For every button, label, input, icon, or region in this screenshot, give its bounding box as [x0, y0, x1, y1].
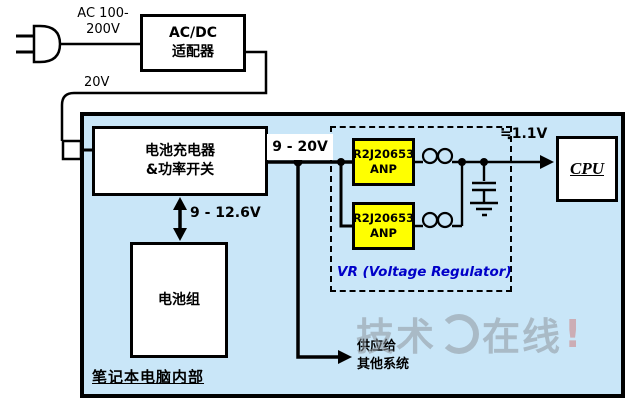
dc-connector-icon	[61, 139, 83, 161]
charger-label-line2: &功率开关	[145, 162, 215, 178]
cpu-input-voltage-label: ≒1.1V	[500, 126, 548, 142]
other-supply-label: 供应给 其他系统	[357, 338, 409, 374]
regulator-ic-top-line2: ANP	[370, 162, 397, 176]
other-supply-line2: 其他系统	[357, 357, 410, 373]
battery-link-voltage-label: 9 - 12.6V	[190, 205, 261, 221]
battery-label: 电池组	[158, 291, 200, 308]
regulator-ic-top-line1: R2J20653	[352, 147, 415, 162]
adapter-label-line1: AC/DC	[168, 25, 218, 42]
regulator-ic-top: R2J20653 ANP	[352, 138, 415, 186]
adapter-output-voltage-label: 20V	[84, 75, 110, 90]
adapter-label-line2: 适配器	[172, 44, 214, 60]
ac-plug-icon	[16, 24, 62, 64]
other-supply-line1: 供应给	[357, 339, 397, 354]
ac-voltage-label: AC 100- 200V	[64, 6, 142, 39]
battery-box: 电池组	[130, 242, 228, 358]
voltage-regulator-title: VR (Voltage Regulator)	[337, 264, 512, 280]
ac-voltage-line2: 200V	[86, 22, 120, 38]
adapter-box: AC/DC 适配器	[140, 14, 246, 72]
enclosure-label: 笔记本电脑内部	[92, 368, 205, 386]
regulator-ic-bottom: R2J20653 ANP	[352, 202, 415, 250]
charger-label-line1: 电池充电器	[145, 143, 215, 160]
ac-voltage-line1: AC 100-	[77, 6, 129, 21]
cpu-box: CPU	[556, 136, 618, 202]
charger-output-voltage-label: 9 - 20V	[267, 134, 333, 160]
charger-box: 电池充电器 &功率开关	[92, 126, 268, 196]
regulator-ic-bottom-line1: R2J20653	[352, 211, 415, 226]
regulator-ic-bottom-line2: ANP	[370, 226, 397, 240]
cpu-label: CPU	[570, 159, 604, 178]
